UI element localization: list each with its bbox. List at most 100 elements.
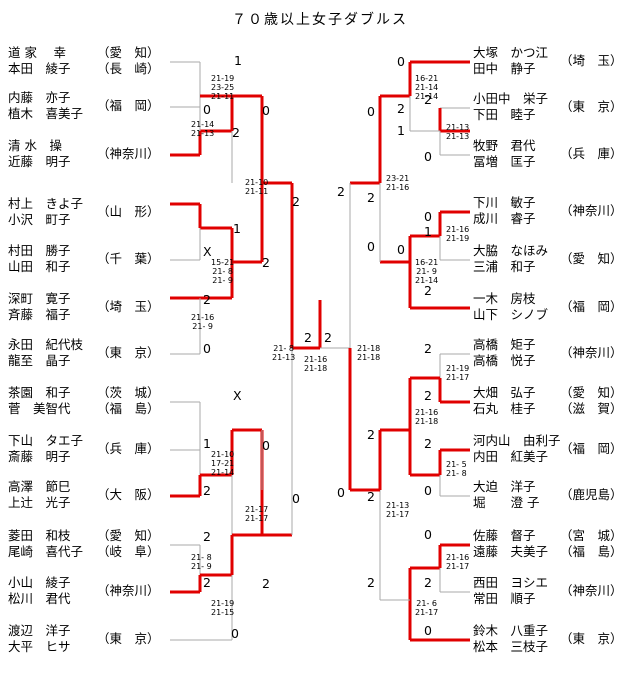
set-scores: 21- 6 21-17 [415, 599, 439, 617]
player-name: 佐藤 督子 [473, 528, 536, 543]
player-name: 小田中 栄子 [473, 91, 549, 106]
prefecture: （福 岡） [560, 441, 623, 456]
set-scores: 21-13 21-13 [446, 123, 470, 141]
set-scores: 15-21 21- 8 21- 9 [211, 258, 235, 285]
set-scores: 21-10 21-11 [245, 178, 269, 196]
match-result-mark: 2 [424, 575, 432, 590]
player-name: 小沢 町子 [8, 212, 71, 227]
prefecture: （愛 知） [97, 528, 160, 543]
prefecture: （埼 玉） [97, 299, 160, 314]
match-result-mark: 2 [292, 194, 300, 209]
prefecture: （茨 城） [97, 385, 160, 400]
match-result-mark: 0 [203, 102, 211, 117]
prefecture: （東 京） [560, 631, 623, 646]
player-name: 深町 寛子 [8, 291, 71, 306]
prefecture: （東 京） [97, 345, 160, 360]
player-name: 河内山 由利子 [473, 433, 561, 448]
match-result-mark: 0 [424, 209, 432, 224]
player-name: 冨増 匡子 [473, 154, 536, 169]
set-scores: 21-19 23-25 21-11 [211, 74, 235, 101]
player-name: 菅 美智代 [8, 401, 71, 416]
player-name: 茶園 和子 [8, 385, 71, 400]
match-result-mark: 1 [233, 221, 241, 236]
match-result-mark: 1 [424, 224, 432, 239]
prefecture: （鹿児島） [560, 487, 623, 502]
player-name: 大平 ヒサ [8, 639, 71, 654]
match-result-mark: 2 [424, 436, 432, 451]
player-name: 下田 睦子 [473, 107, 536, 122]
prefecture: （宮 城） [560, 528, 623, 543]
match-result-mark: 0 [292, 491, 300, 506]
match-result-mark: 2 [203, 529, 211, 544]
set-scores: 21-16 21-19 [446, 225, 470, 243]
player-name: 田中 静子 [473, 61, 536, 76]
set-scores: 21-19 21-17 [446, 364, 470, 382]
match-result-mark: 2 [203, 292, 211, 307]
prefecture: （福 島） [560, 544, 623, 559]
set-scores: 21-10 17-21 21-14 [211, 450, 235, 477]
match-result-mark: 2 [367, 190, 375, 205]
prefecture: （愛 知） [560, 385, 623, 400]
match-result-mark: 0 [231, 626, 239, 641]
player-name: 大畑 弘子 [473, 385, 536, 400]
match-result-mark: X [233, 388, 242, 403]
match-result-mark: 0 [203, 341, 211, 356]
set-scores: 21-14 21-13 [191, 120, 215, 138]
match-result-mark: 2 [262, 255, 270, 270]
prefecture: （愛 知） [560, 251, 623, 266]
player-name: 斎藤 明子 [8, 449, 71, 464]
match-result-mark: 1 [234, 53, 242, 68]
set-scores: 21- 8 21- 9 [191, 553, 212, 571]
prefecture: （神奈川） [560, 345, 623, 360]
prefecture: （埼 玉） [560, 53, 623, 68]
match-result-mark: 2 [304, 330, 312, 345]
match-result-mark: 2 [424, 388, 432, 403]
prefecture: （神奈川） [560, 583, 623, 598]
match-result-mark: 2 [424, 283, 432, 298]
match-result-mark: 2 [367, 575, 375, 590]
set-scores: 16-21 21- 9 21-14 [415, 258, 439, 285]
player-name: 牧野 君代 [473, 138, 536, 153]
player-name: 村上 きよ子 [8, 196, 84, 211]
player-name: 植木 喜美子 [8, 106, 84, 121]
player-name: 石丸 桂子 [473, 401, 536, 416]
prefecture: （神奈川） [97, 583, 160, 598]
player-name: 成川 睿子 [473, 211, 536, 226]
match-result-mark: 2 [367, 489, 375, 504]
set-scores: 21-17 21-17 [245, 505, 269, 523]
match-result-mark: 2 [337, 184, 345, 199]
player-name: 高橋 悦子 [473, 353, 536, 368]
prefecture: （福 岡） [97, 98, 160, 113]
set-scores: 21-16 21-18 [304, 355, 328, 373]
prefecture: （滋 賀） [560, 401, 623, 416]
player-name: 三浦 和子 [473, 259, 536, 274]
player-name: 村田 勝子 [8, 243, 71, 258]
match-result-mark: 0 [424, 527, 432, 542]
match-result-mark: 2 [397, 101, 405, 116]
match-result-mark: 2 [367, 427, 375, 442]
player-name: 下川 敏子 [473, 195, 536, 210]
set-scores: 21-18 21-18 [357, 344, 381, 362]
prefecture: （福 島） [97, 401, 160, 416]
player-name: 道 家 幸 [8, 45, 66, 60]
player-name: 大塚 かつ江 [473, 45, 549, 60]
player-name: 内田 紅美子 [473, 449, 549, 464]
set-scores: 21-16 21-17 [446, 553, 470, 571]
page-title: ７０歳以上女子ダブルス [232, 12, 408, 28]
prefecture: （兵 庫） [560, 146, 623, 161]
prefecture: （大 阪） [97, 487, 160, 502]
match-result-mark: 2 [203, 483, 211, 498]
match-result-mark: 2 [424, 92, 432, 107]
player-name: 龍至 晶子 [8, 353, 71, 368]
match-result-mark: 0 [424, 483, 432, 498]
player-name: 内藤 亦子 [8, 90, 71, 105]
player-name: 大脇 なほみ [473, 243, 549, 258]
match-result-mark: 0 [397, 242, 405, 257]
player-name: 常田 順子 [473, 591, 536, 606]
match-result-mark: 2 [262, 576, 270, 591]
player-name: 西田 ヨシエ [473, 575, 549, 590]
player-name: 菱田 和枝 [8, 528, 71, 543]
player-name: 小山 綾子 [8, 575, 71, 590]
prefecture: （長 崎） [97, 61, 160, 76]
